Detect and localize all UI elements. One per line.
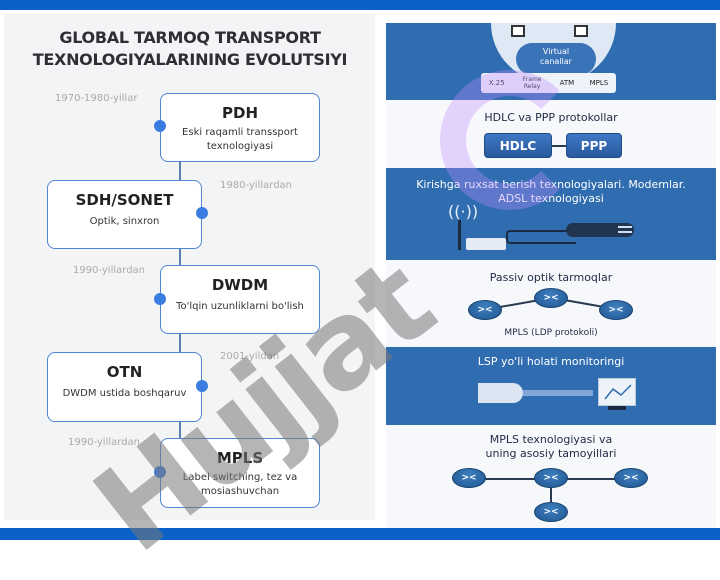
fiber-line (523, 390, 593, 396)
router-icon: >< (534, 502, 568, 522)
timeline-item-mpls: MPLS Label switching, tez va mosiashuvcha… (160, 438, 320, 508)
section-title: Passiv optik tarmoqlar (489, 271, 613, 284)
timeline-item-otn: OTN DWDM ustida boshqaruv (47, 352, 202, 422)
lsp-monitoring-panel: LSP yo'li holati monitoringi (386, 347, 716, 425)
laptop-icon (511, 25, 525, 37)
item-desc: Eski raqamli transsport texnologiyasi (182, 127, 298, 152)
timeline-dot (196, 207, 208, 219)
laptop-icon (574, 25, 588, 37)
protocol-mpls: MPLS (589, 79, 609, 87)
item-desc: Label switching, tez va mosiashuvchan (182, 472, 298, 497)
link (550, 480, 552, 510)
item-title: DWDM (211, 276, 269, 294)
section-title: LSP yo'li holati monitoringi (477, 355, 625, 368)
item-desc: DWDM ustida boshqaruv (62, 388, 187, 399)
modem-icon (466, 238, 506, 250)
item-desc: Optik, sinxron (89, 216, 160, 227)
top-bar (0, 0, 720, 10)
item-title: PDH (222, 104, 258, 122)
router-icon: >< (614, 468, 648, 488)
section-caption: MPLS (LDP protokoli) (504, 328, 598, 338)
virtual-channels-label: Virtual canallar (516, 43, 596, 75)
year-label: 1980-yillardan (220, 180, 293, 191)
pon-section: Passiv optik tarmoqlar >< >< >< MPLS (LD… (386, 260, 716, 347)
adsl-filter-icon (566, 223, 634, 237)
page-title-line1: GLOBAL TARMOQ TRANSPORT (59, 28, 321, 47)
monitor-chart-icon (598, 378, 636, 406)
router-icon: >< (534, 468, 568, 488)
page-title-line2: TEXNOLOGIYALARINING EVOLUTSIYI (32, 50, 348, 69)
year-label: 1990-yillardan (68, 437, 141, 448)
year-label: 1970-1980-yillar (55, 93, 138, 104)
antenna-icon: ((·)) (448, 202, 479, 221)
router-icon: >< (599, 300, 633, 320)
timeline-item-sdh: SDH/SONET Optik, sinxron (47, 180, 202, 249)
timeline-dot (154, 120, 166, 132)
tower-icon (458, 220, 461, 250)
item-title: OTN (106, 363, 143, 381)
item-title: MPLS (216, 449, 264, 467)
filter-lines (618, 226, 632, 228)
cable-icon (506, 230, 576, 244)
year-label: 1990-yillardan (73, 265, 146, 276)
router-icon: >< (468, 300, 502, 320)
monitor-stand (608, 406, 626, 410)
watermark-shape (440, 70, 580, 210)
section-title: MPLS texnologiyasi va uning asosiy tamoy… (485, 433, 617, 460)
mpls-section: MPLS texnologiyasi va uning asosiy tamoy… (386, 425, 716, 528)
connector-icon (478, 383, 523, 403)
timeline-item-dwdm: DWDM To'lqin uzunliklarni bo'lish (160, 265, 320, 334)
protocol-atm: ATM (559, 79, 575, 87)
router-icon: >< (534, 288, 568, 308)
timeline-item-pdh: PDH Eski raqamli transsport texnologiyasi (160, 93, 320, 162)
item-title: SDH/SONET (75, 191, 174, 209)
year-label: 2001-yildan (220, 351, 280, 362)
timeline-dot (154, 293, 166, 305)
timeline-dot (154, 466, 166, 478)
bottom-bar (0, 528, 720, 540)
item-desc: To'lqin uzunliklarni bo'lish (176, 301, 304, 312)
router-icon: >< (452, 468, 486, 488)
timeline-dot (196, 380, 208, 392)
